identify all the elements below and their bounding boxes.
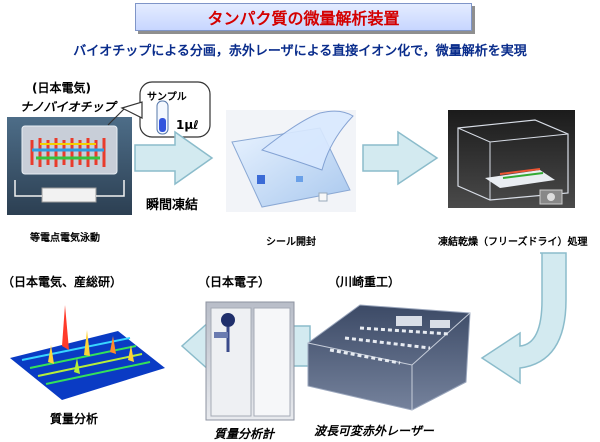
flow-arrow-curved: [480, 252, 567, 385]
org-label-jeol: （日本電子）: [198, 275, 271, 289]
org-label-nec-aist: （日本電気、産総研）: [2, 275, 123, 289]
chip-name-label: ナノバイオチップ: [20, 100, 116, 114]
ir-laser-image: [307, 304, 471, 411]
freeze-dry-image: [448, 110, 575, 208]
flow-arrow-2: [362, 130, 439, 186]
mass-spectrometer-image: [205, 301, 295, 421]
seal-opening-image: [226, 110, 356, 212]
title-banner: タンパク質の微量解析装置: [135, 3, 472, 31]
caption-mass-analysis: 質量分析: [50, 412, 99, 426]
mass-spectrum-image: [10, 305, 165, 400]
page-title: タンパク質の微量解析装置: [207, 9, 400, 28]
subtitle: バイオチップによる分画，赤外レーザによる直接イオン化で，微量解析を実現: [73, 44, 527, 59]
caption-freeze-dry: 凍結乾燥（フリーズドライ）処理: [438, 237, 588, 248]
caption-isoelectric-focusing: 等電点電気泳動: [30, 233, 100, 244]
sample-label: サンプル: [147, 92, 187, 103]
caption-seal-opening: シール開封: [266, 237, 316, 248]
sample-volume-label: 1μℓ: [176, 118, 199, 132]
caption-mass-spectrometer: 質量分析計: [214, 427, 275, 441]
org-label-khi: （川崎重工）: [328, 275, 401, 289]
flow-arrow-1: [134, 130, 214, 186]
org-label-nec: (日本電気): [32, 81, 91, 95]
nano-biochip-image: [7, 117, 132, 215]
caption-tunable-ir-laser: 波長可変赤外レーザー: [314, 424, 434, 438]
step-label-flash-freeze: 瞬間凍結: [146, 198, 199, 213]
